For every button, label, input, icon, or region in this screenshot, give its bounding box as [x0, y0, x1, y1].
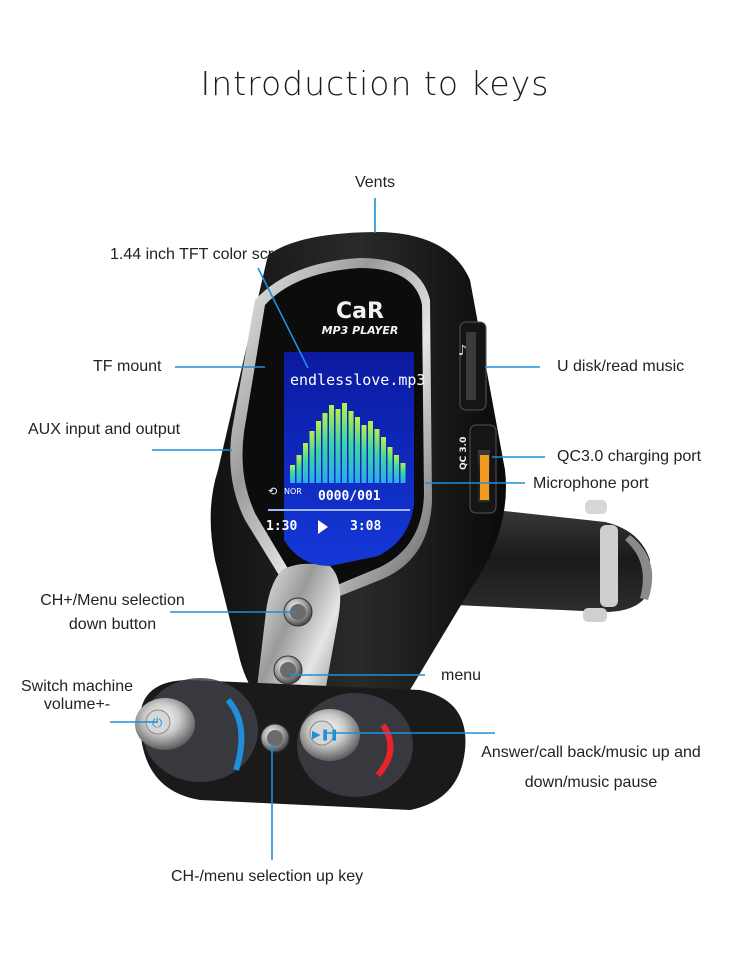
usb-ports: ♪ QC 3.0: [458, 321, 497, 514]
label-tf-mount: TF mount: [93, 358, 162, 375]
equalizer-bar: [387, 447, 393, 483]
label-udisk: U disk/read music: [557, 358, 685, 375]
equalizer-bar: [361, 425, 367, 483]
equalizer-bar: [355, 417, 360, 483]
label-menu: menu: [441, 667, 482, 684]
music-note-icon: ♪: [458, 343, 467, 359]
equalizer-bars: [290, 403, 406, 483]
brand-subtitle: MP3 PLAYER: [322, 324, 399, 337]
equalizer-bar: [381, 437, 386, 483]
play-pause-knob[interactable]: ▶❚❚: [300, 709, 360, 761]
label-switch: Switch machine volume+-: [20, 678, 134, 713]
equalizer-bar: [303, 443, 308, 483]
play-pause-icon: ▶❚❚: [312, 728, 339, 741]
equalizer-bar: [342, 403, 347, 483]
label-screen: 1.44 inch TFT color screen: [110, 246, 300, 263]
label-ch-plus: CH+/Menu selection down button: [40, 592, 185, 633]
equalizer-bar: [374, 429, 380, 483]
equalizer-bar: [316, 421, 321, 483]
equalizer-bar: [394, 455, 399, 483]
label-microphone: Microphone port: [533, 475, 649, 492]
brand-logo: CaR: [336, 299, 384, 324]
label-aux: AUX input and output: [28, 421, 181, 438]
equalizer-bar: [296, 455, 302, 483]
menu-button[interactable]: [273, 655, 303, 685]
screen-total: 3:08: [350, 519, 381, 534]
play-icon: [318, 520, 328, 534]
screen-elapsed: 1:30: [266, 519, 297, 534]
svg-text:QC 3.0: QC 3.0: [459, 437, 469, 470]
page-title: Introduction to keys: [200, 64, 550, 103]
label-ch-minus: CH-/menu selection up key: [171, 868, 364, 885]
power-knob[interactable]: ⏻: [135, 698, 195, 750]
power-icon: ⏻: [152, 716, 162, 731]
equalizer-bar: [309, 431, 315, 483]
screen-mode: NOR: [284, 487, 302, 496]
screen-filename: endlesslove.mp3: [290, 371, 425, 389]
equalizer-bar: [400, 463, 406, 483]
screen-track: 0000/001: [318, 489, 381, 504]
label-qc-port: QC3.0 charging port: [557, 448, 702, 465]
label-vents: Vents: [354, 174, 396, 191]
label-answer: Answer/call back/music up and down/music…: [481, 744, 701, 791]
ch-plus-button[interactable]: [283, 597, 313, 627]
equalizer-bar: [290, 465, 295, 483]
ch-minus-button[interactable]: [260, 723, 290, 753]
equalizer-bar: [322, 413, 328, 483]
leader-lines: [110, 198, 545, 860]
equalizer-bar: [329, 405, 334, 483]
car-plug: [450, 500, 653, 622]
equalizer-bar: [348, 411, 354, 483]
equalizer-bar: [335, 409, 341, 483]
equalizer-bar: [368, 421, 373, 483]
repeat-icon: ⟲: [268, 485, 277, 498]
tft-screen: endlesslove.mp3 ⟲ NOR 0000/001 1:30 3:08: [266, 352, 425, 566]
